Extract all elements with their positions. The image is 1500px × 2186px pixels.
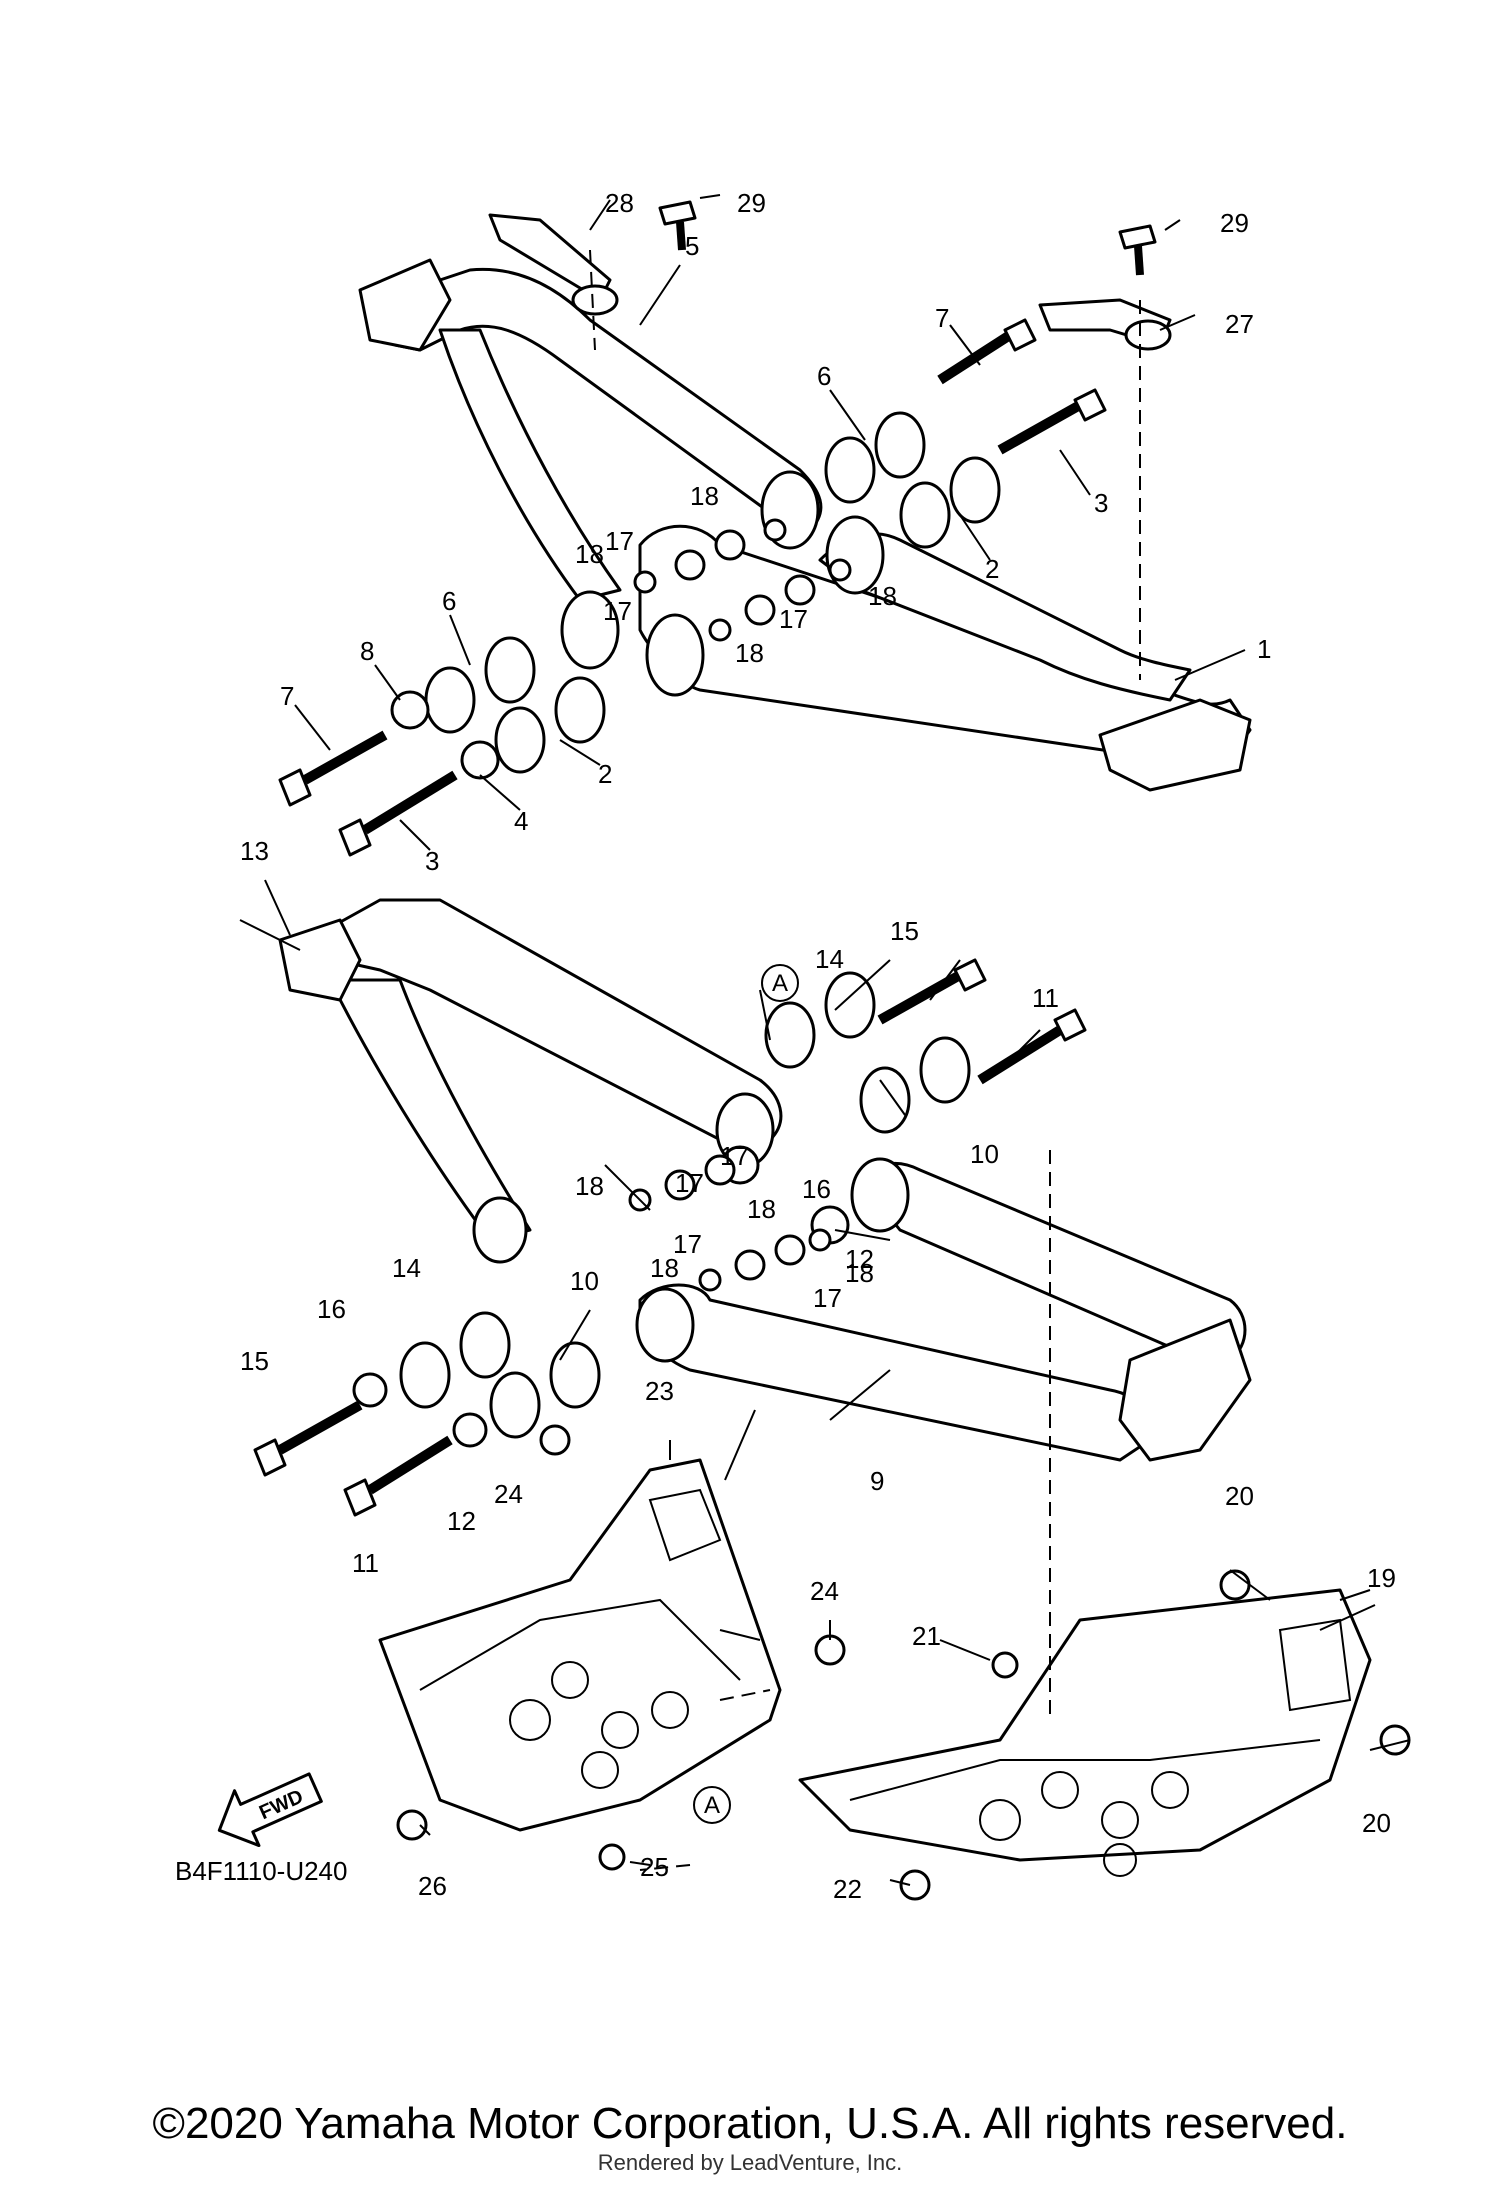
alignment-lines [589,249,1141,1871]
bushing-part-6-upper [824,411,926,504]
callout-number: 7 [935,303,949,333]
callout-number: 17 [605,526,634,556]
callout-number: 12 [447,1506,476,1536]
callout-number: 16 [317,1294,346,1324]
bushing-part-2-lower [494,676,606,774]
callout-number: 17 [603,596,632,626]
reference-marker-label: A [704,1792,720,1819]
callout-number: 13 [240,836,269,866]
callout-number: 10 [970,1139,999,1169]
copyright-notice: ©2020 Yamaha Motor Corporation, U.S.A. A… [152,2099,1348,2148]
callout-number: 24 [494,1479,523,1509]
callout-number: 2 [985,554,999,584]
callout-number: 18 [747,1194,776,1224]
callout-number: 6 [442,586,456,616]
callout-number: 4 [514,806,528,836]
bushing-part-10-upper [859,1036,971,1134]
clamp-part-27 [1038,298,1172,351]
callout-number: 17 [673,1229,702,1259]
callout-number: 23 [645,1376,674,1406]
lower-arm-right [635,1157,1252,1462]
callout-number: 26 [418,1871,447,1901]
callout-number: 15 [240,1346,269,1376]
lower-arm-left [278,898,783,1264]
callout-number: 18 [845,1258,874,1288]
reference-marker-label: A [772,970,788,997]
callout-number: 29 [737,188,766,218]
callout-number: 24 [810,1576,839,1606]
callout-number: 9 [870,1466,884,1496]
small-fasteners [396,1424,1411,1901]
bolt-part-29-left [658,200,697,251]
callout-number: 14 [392,1253,421,1283]
skid-plate-left [378,1458,782,1832]
callout-number: 18 [735,638,764,668]
callout-number: 3 [425,846,439,876]
callout-number: 16 [802,1174,831,1204]
callout-number: 18 [575,539,604,569]
callout-number: 12 [845,1244,874,1274]
bushing-part-14-upper [764,971,876,1069]
bushing-part-14-lower [399,1311,511,1409]
bolt-part-11-upper [977,1008,1087,1085]
callout-number: 1 [1257,634,1271,664]
callout-number: 18 [575,1171,604,1201]
callout-number: 17 [720,1141,749,1171]
callout-number: 25 [640,1852,669,1882]
callout-number: 29 [1220,208,1249,238]
clamp-part-28 [488,213,619,316]
bolt-part-29-right [1118,224,1157,276]
callout-number: 19 [1367,1563,1396,1593]
callout-number: 15 [890,916,919,946]
bolt-part-3-upper [997,388,1107,455]
callout-number: 6 [817,361,831,391]
callout-number: 3 [1094,488,1108,518]
bolt-part-15-upper [877,958,987,1025]
rendered-by-notice: Rendered by LeadVenture, Inc. [597,2150,903,2175]
bolt-part-3-lower [338,770,458,857]
callout-number: 5 [685,231,699,261]
reference-marker-a-lower: A [693,1786,731,1824]
callout-number: 11 [1032,983,1059,1013]
callout-number: 11 [352,1548,379,1578]
callout-number: 21 [912,1621,941,1651]
bushing-part-10-lower [489,1341,601,1439]
bolt-part-15-lower [253,1400,363,1477]
callout-number: 17 [813,1283,842,1313]
callout-number: 20 [1362,1808,1391,1838]
callout-number: 8 [360,636,374,666]
callout-number: 28 [605,188,634,218]
diagram-code: B4F1110-U240 [175,1856,347,1886]
callout-number: 14 [815,944,844,974]
bushing-part-2-upper [899,456,1001,549]
callout-number: 18 [650,1253,679,1283]
callout-number: 7 [280,681,294,711]
fwd-arrow: FWD [217,1772,323,1848]
callout-number: 22 [833,1874,862,1904]
callout-number: 17 [779,604,808,634]
callout-number: 27 [1225,309,1254,339]
bolt-part-7-upper [937,318,1037,385]
bushing-part-6-lower [424,636,536,734]
callout-number: 18 [868,581,897,611]
callout-number: 17 [675,1168,704,1198]
skid-plate-right [798,1588,1372,1877]
bolt-part-7-lower [278,730,388,807]
callout-number: 18 [690,481,719,511]
callout-number: 10 [570,1266,599,1296]
callout-leaders [239,194,1411,1886]
callout-number: 2 [598,759,612,789]
reference-marker-a-upper: A [761,964,799,1002]
callout-number: 20 [1225,1481,1254,1511]
callout-numbers: 1 2 2 3 3 4 5 6 6 7 7 8 9 10 10 11 11 12… [240,188,1396,1904]
bolt-part-11-lower [343,1435,453,1517]
